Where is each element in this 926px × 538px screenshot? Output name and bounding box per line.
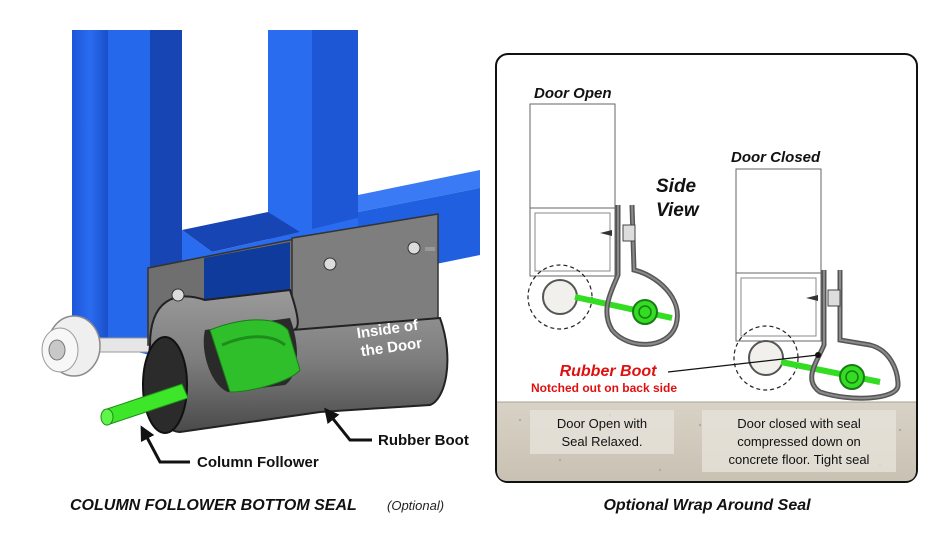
follower-fold [221, 335, 286, 347]
door-open-drawing [527, 103, 680, 347]
left-caption: COLUMN FOLLOWER BOTTOM SEAL [70, 497, 357, 514]
left-caption-optional: (Optional) [387, 498, 444, 513]
wheel-hub [48, 339, 66, 361]
bolt-1 [171, 288, 185, 302]
door-closed-wheel-outline [733, 325, 799, 391]
note-open-line2: Seal Relaxed. [562, 434, 643, 449]
door-closed-lower [735, 272, 822, 342]
door-closed-follower-hub [845, 370, 859, 384]
note-closed-box [702, 410, 896, 472]
note-closed-line2: compressed down on [737, 434, 861, 449]
door-frame [72, 30, 480, 355]
bolt-3-thread [425, 247, 435, 251]
notched-label: Notched out on back side [531, 381, 677, 395]
frame-post-left-side [150, 30, 182, 280]
door-closed-follower [839, 364, 865, 390]
frame-post-right-face [312, 30, 358, 262]
frame-opening [182, 30, 268, 230]
bolt-3 [407, 241, 421, 255]
side-view-label-2: View [656, 200, 700, 221]
note-open-box [530, 410, 674, 454]
rubber-boot-leader [324, 407, 372, 442]
note-closed-line3: concrete floor. Tight seal [729, 452, 870, 467]
frame-post-left [72, 30, 108, 345]
door-open-label: Door Open [534, 85, 612, 102]
rubber-boot-pointer-line [667, 354, 819, 373]
follower-inside [209, 319, 301, 393]
frame-recess-top [182, 212, 300, 252]
door-open-inner [534, 212, 611, 272]
door-closed-wheel [748, 340, 784, 376]
right-caption: Optional Wrap Around Seal [603, 497, 811, 514]
door-closed-bolt [827, 289, 841, 307]
door-open-wheel-outline [527, 264, 593, 330]
rubber-boot-3d [100, 213, 449, 434]
frame-post-left-face [108, 30, 150, 355]
side-rubber-boot-label: Rubber Boot [560, 363, 658, 380]
rubber-boot-label: Rubber Boot [378, 432, 469, 449]
door-closed-label: Door Closed [731, 149, 821, 166]
door-closed-drawing [733, 168, 901, 401]
shaft-end [100, 408, 114, 426]
note-closed-line1: Door closed with seal [737, 416, 861, 431]
door-open-seal-inner [606, 204, 679, 346]
door-open-follower [632, 299, 658, 325]
door-open-screw [600, 230, 612, 236]
door-open-bolt [622, 224, 636, 242]
note-open-line1: Door Open with [557, 416, 647, 431]
door-open-upper [529, 103, 616, 209]
column-follower-leader [140, 425, 190, 464]
column-follower-label: Column Follower [197, 454, 319, 471]
door-open-lower [529, 207, 616, 277]
door-closed-upper [735, 168, 822, 274]
door-open-follower-hub [638, 305, 652, 319]
frame-post-right [268, 30, 312, 262]
side-view-label-1: Side [656, 176, 697, 197]
door-closed-inner [740, 277, 817, 337]
door-open-wheel [542, 279, 578, 315]
frame-rail-top [358, 170, 480, 212]
door-closed-seal-inner [810, 270, 900, 400]
wheel-assembly [41, 315, 166, 377]
bolt-2 [323, 257, 337, 271]
door-closed-screw [806, 295, 818, 301]
